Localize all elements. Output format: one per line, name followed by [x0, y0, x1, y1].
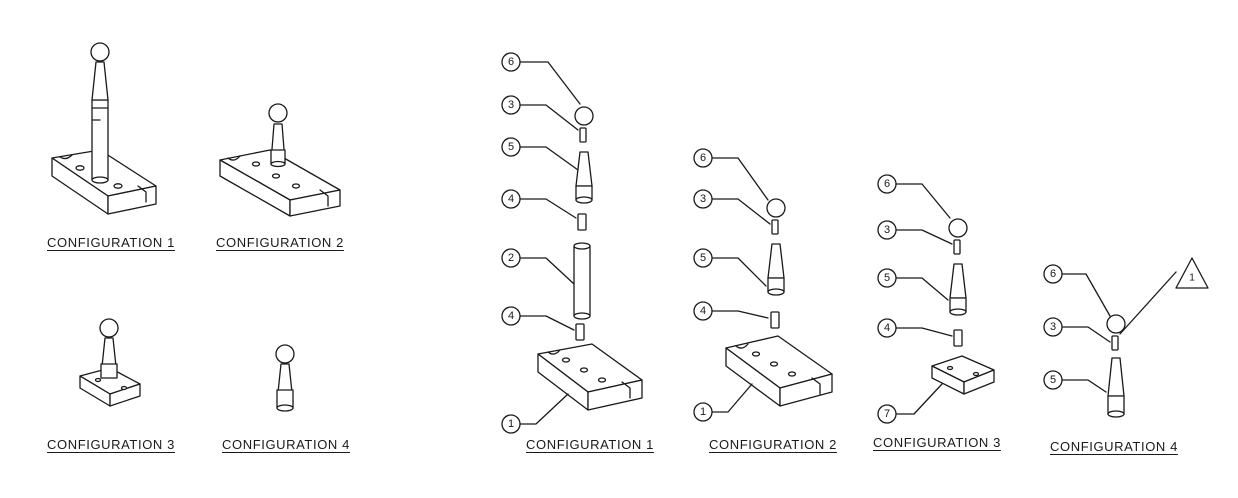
callout-c2-1: 1 — [700, 406, 706, 418]
assembled-config-3-drawing — [79, 318, 141, 407]
note-triangle — [1175, 257, 1209, 289]
callout-c1-1: 1 — [508, 418, 514, 430]
callout-c3-6: 6 — [884, 178, 890, 190]
assembled-config-4-drawing — [275, 344, 295, 412]
callout-c3-3: 3 — [884, 224, 890, 236]
exploded-config-1-label: CONFIGURATION 1 — [526, 437, 654, 452]
callout-c1-4b: 4 — [508, 310, 514, 322]
assembled-config-2-drawing — [219, 103, 341, 217]
callout-c3-7: 7 — [884, 408, 890, 420]
callout-c1-6: 6 — [508, 56, 514, 68]
exploded-config-2-label: CONFIGURATION 2 — [709, 437, 837, 452]
callout-c2-4: 4 — [700, 305, 706, 317]
callout-c1-3: 3 — [508, 99, 514, 111]
callout-c1-4a: 4 — [508, 193, 514, 205]
callout-c3-5: 5 — [884, 272, 890, 284]
callout-c2-6: 6 — [700, 152, 706, 164]
callout-c2-5: 5 — [700, 252, 706, 264]
exploded-config-1-drawing — [537, 106, 643, 411]
callout-c4-5: 5 — [1050, 374, 1056, 386]
callout-c4-6: 6 — [1050, 268, 1056, 280]
assembled-config-4-label: CONFIGURATION 4 — [222, 437, 350, 452]
callout-c4-3: 3 — [1050, 321, 1056, 333]
callout-c1-5: 5 — [508, 141, 514, 153]
callout-c1-2: 2 — [508, 252, 514, 264]
callout-bubbles — [501, 52, 1063, 434]
assembled-config-2-label: CONFIGURATION 2 — [216, 235, 344, 250]
assembled-config-3-label: CONFIGURATION 3 — [47, 437, 175, 452]
callout-c2-3: 3 — [700, 193, 706, 205]
leader-lines — [519, 61, 1177, 425]
exploded-config-3-label: CONFIGURATION 3 — [873, 435, 1001, 450]
exploded-config-4-drawing — [1106, 314, 1126, 418]
assembled-config-1-label: CONFIGURATION 1 — [47, 235, 175, 250]
note-triangle-number: 1 — [1189, 273, 1195, 284]
exploded-config-3-drawing — [931, 218, 995, 395]
exploded-config-4-label: CONFIGURATION 4 — [1050, 439, 1178, 454]
exploded-config-2-drawing — [725, 198, 833, 407]
assembled-config-1-drawing — [51, 42, 157, 215]
callout-c3-4: 4 — [884, 322, 890, 334]
